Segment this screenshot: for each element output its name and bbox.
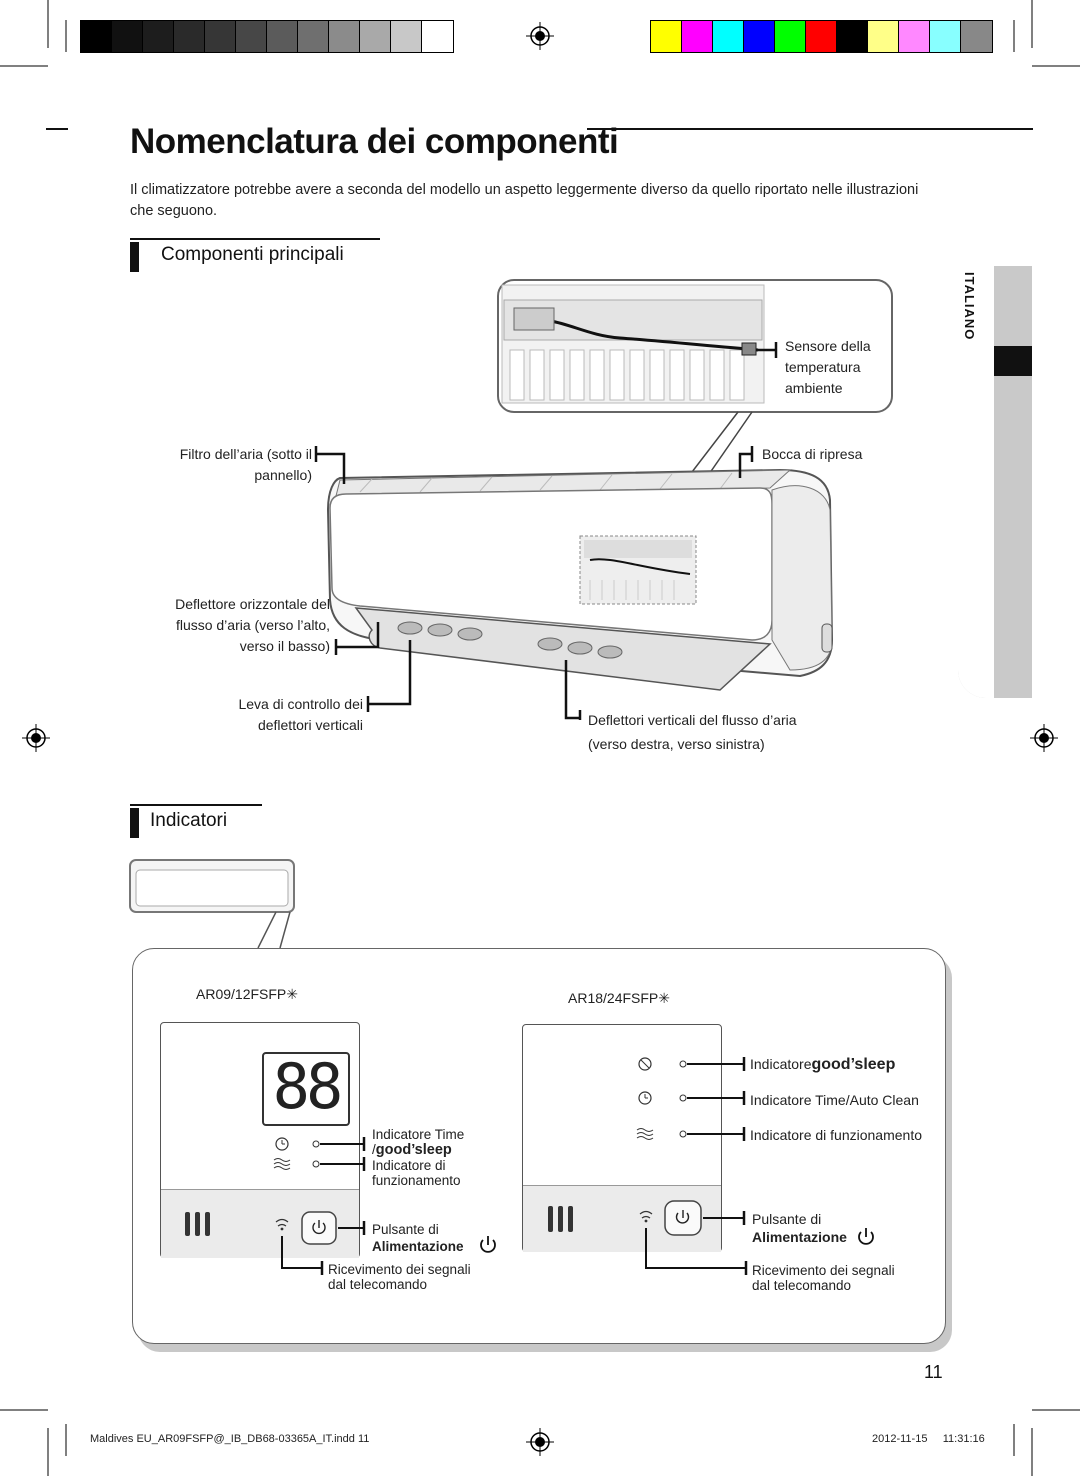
registration-mark-left-icon [22, 724, 50, 752]
unit-thumbnail-illustration [129, 859, 295, 949]
model-a-op-line2: funzionamento [372, 1173, 461, 1188]
indicators-heading-bar [130, 808, 139, 838]
gray-swatch-2 [112, 21, 143, 52]
section-heading-main-components: Componenti principali [161, 244, 344, 265]
gray-swatch-12 [422, 21, 453, 52]
horizontal-deflector-label: Deflettore orizzontale del flusso d’aria… [140, 594, 330, 657]
model-b-power-label: Pulsante di Alimentazione [752, 1210, 847, 1246]
gray-swatch-5 [205, 21, 236, 52]
model-a-label: AR09/12FSFP✳ [196, 986, 298, 1002]
intake-label: Bocca di ripresa [762, 446, 863, 462]
gray-swatch-9 [329, 21, 360, 52]
color-calibration-bar [650, 20, 993, 53]
model-b-time-label: Indicatore Time/Auto Clean [750, 1092, 919, 1108]
color-swatch-10 [930, 21, 961, 52]
model-b-remote-line2: dal telecomando [752, 1278, 852, 1293]
footer-file-info: Maldives EU_AR09FSFP@_IB_DB68-03365A_IT.… [90, 1433, 370, 1445]
model-b-op-label: Indicatore di funzionamento [750, 1127, 922, 1143]
intro-text: Il climatizzatore potrebbe avere a secon… [130, 180, 950, 222]
model-a-time-goodsleep-label: Indicatore Time /good’sleep Indicatore d… [372, 1127, 464, 1188]
indicators-heading-rule [130, 804, 262, 806]
vdeflector-label-line-1: Deflettori verticali del flusso d’aria [588, 712, 797, 728]
seven-segment-display: 88 [262, 1052, 350, 1126]
title-left-rule [46, 128, 68, 130]
hdeflector-label-line-2: flusso d’aria (verso l’alto, [175, 617, 330, 633]
sensor-label-line-2: temperatura [785, 359, 861, 375]
model-b-label: AR18/24FSFP✳ [568, 990, 670, 1006]
sensor-label: Sensore della temperatura ambiente [785, 336, 871, 399]
display-digits: 88 [272, 1050, 344, 1123]
model-a-op-line1: Indicatore di [372, 1158, 446, 1173]
gray-swatch-10 [360, 21, 391, 52]
gray-swatch-3 [143, 21, 174, 52]
gray-swatch-6 [236, 21, 267, 52]
registration-mark-top-icon [526, 22, 554, 50]
section-heading-bar [130, 242, 139, 272]
side-tab-black-marker [994, 346, 1032, 376]
filter-label-line-1: Filtro dell’aria (sotto il [179, 446, 312, 462]
model-b-remote-line1: Ricevimento dei segnali [752, 1263, 895, 1278]
gray-swatch-11 [391, 21, 422, 52]
model-a-remote-line2: dal telecomando [328, 1277, 428, 1292]
title-right-rule [587, 128, 1033, 130]
model-b-controls [548, 1057, 874, 1275]
hdeflector-label-line-1: Deflettore orizzontale del [175, 596, 330, 612]
color-swatch-4 [744, 21, 775, 52]
model-a-remote-line1: Ricevimento dei segnali [328, 1262, 471, 1277]
section-heading-rule [130, 238, 380, 240]
registration-mark-right-icon [1030, 724, 1058, 752]
section-heading-indicators: Indicatori [150, 810, 228, 831]
gray-swatch-7 [267, 21, 298, 52]
goodsleep-logo-b: good’sleep [811, 1056, 896, 1073]
goodsleep-logo-a: good’sleep [375, 1142, 452, 1158]
model-b-goodsleep-label: Indicatoregood’sleep [750, 1054, 895, 1075]
gray-swatch-4 [174, 21, 205, 52]
lever-label-line-2: deflettori verticali [257, 717, 363, 733]
air-conditioner-illustration [314, 279, 893, 720]
sensor-label-line-1: Sensore della [785, 338, 871, 354]
model-a-controls [185, 1137, 496, 1275]
lever-label: Leva di controllo dei deflettori vertica… [200, 694, 363, 736]
model-a-goodsleep-line: /good’sleep [372, 1142, 464, 1158]
page-title: Nomenclatura dei componenti [130, 122, 619, 161]
side-tab-white-block [958, 266, 994, 698]
sensor-label-line-3: ambiente [785, 380, 843, 396]
model-a-power-label: Pulsante di Alimentazione [372, 1222, 464, 1254]
slash: / [372, 1142, 376, 1157]
color-swatch-6 [806, 21, 837, 52]
filter-label: Filtro dell’aria (sotto il pannello) [150, 444, 312, 486]
lever-label-line-1: Leva di controllo dei [238, 696, 363, 712]
footer-timestamp: 2012-11-15 11:31:16 [872, 1433, 985, 1445]
color-swatch-5 [775, 21, 806, 52]
intro-line-2: che seguono. [130, 203, 218, 219]
gray-swatch-8 [298, 21, 329, 52]
color-swatch-3 [713, 21, 744, 52]
model-b-remote-label: Ricevimento dei segnali dal telecomando [752, 1263, 895, 1293]
color-swatch-11 [961, 21, 992, 52]
page-number: 11 [924, 1362, 943, 1382]
color-swatch-1 [651, 21, 682, 52]
model-b-goodsleep-prefix: Indicatore [750, 1056, 812, 1072]
model-b-power-line1: Pulsante di [752, 1211, 822, 1227]
model-a-power-line1: Pulsante di [372, 1222, 439, 1237]
color-swatch-9 [899, 21, 930, 52]
model-a-power-line2: Alimentazione [372, 1239, 464, 1254]
color-swatch-7 [837, 21, 868, 52]
vdeflector-label-line-2: (verso destra, verso sinistra) [588, 736, 765, 752]
model-a-remote-label: Ricevimento dei segnali dal telecomando [328, 1262, 471, 1292]
model-a-time-label: Indicatore Time [372, 1127, 465, 1142]
hdeflector-label-line-3: verso il basso) [239, 638, 330, 654]
intro-line-1: Il climatizzatore potrebbe avere a secon… [130, 182, 919, 198]
language-label: ITALIANO [962, 272, 977, 341]
gray-swatch-1 [81, 21, 112, 52]
grayscale-calibration-bar [80, 20, 454, 53]
model-b-power-line2: Alimentazione [752, 1229, 847, 1245]
vertical-deflector-label: Deflettori verticali del flusso d’aria (… [588, 710, 797, 755]
language-side-tab [958, 266, 1032, 698]
color-swatch-8 [868, 21, 899, 52]
filter-label-line-2: pannello) [254, 467, 312, 483]
registration-mark-bottom-icon [526, 1428, 554, 1456]
color-swatch-2 [682, 21, 713, 52]
